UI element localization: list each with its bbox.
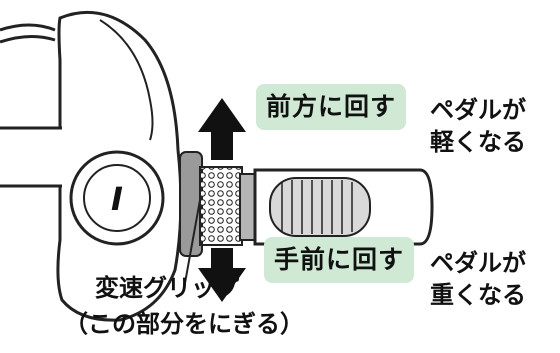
- rotate-forward-badge: 前方に回す: [256, 84, 406, 130]
- backward-effect-line2: 重くなる: [430, 281, 526, 309]
- shifter-body-contour: [99, 19, 154, 141]
- grip-leader-line: [184, 199, 201, 284]
- forward-effect-text: ペダルが 軽くなる: [430, 94, 526, 158]
- brake-cable-inner: [0, 35, 56, 44]
- forward-effect-line2: 軽くなる: [430, 128, 526, 156]
- grip-pad: [269, 177, 371, 237]
- rotate-backward-badge: 手前に回す: [264, 237, 414, 283]
- brake-cable: [0, 23, 56, 32]
- forward-effect-line1: ペダルが: [430, 96, 526, 124]
- indicator-dial-inner: [83, 164, 151, 232]
- grip-caption-note: （この部分をにぎる）: [64, 310, 304, 338]
- backward-effect-line1: ペダルが: [430, 249, 526, 277]
- handlebar: [0, 128, 62, 186]
- indicator-mark: I: [111, 180, 123, 218]
- grip-pad-ribs: [281, 180, 353, 234]
- shift-grip[interactable]: [199, 166, 243, 246]
- backward-effect-text: ペダルが 重くなる: [430, 247, 526, 311]
- grip-caption: 変速グリップ: [95, 274, 239, 302]
- forward-arrow-icon: [198, 98, 246, 160]
- backward-arrow-icon: [198, 248, 246, 302]
